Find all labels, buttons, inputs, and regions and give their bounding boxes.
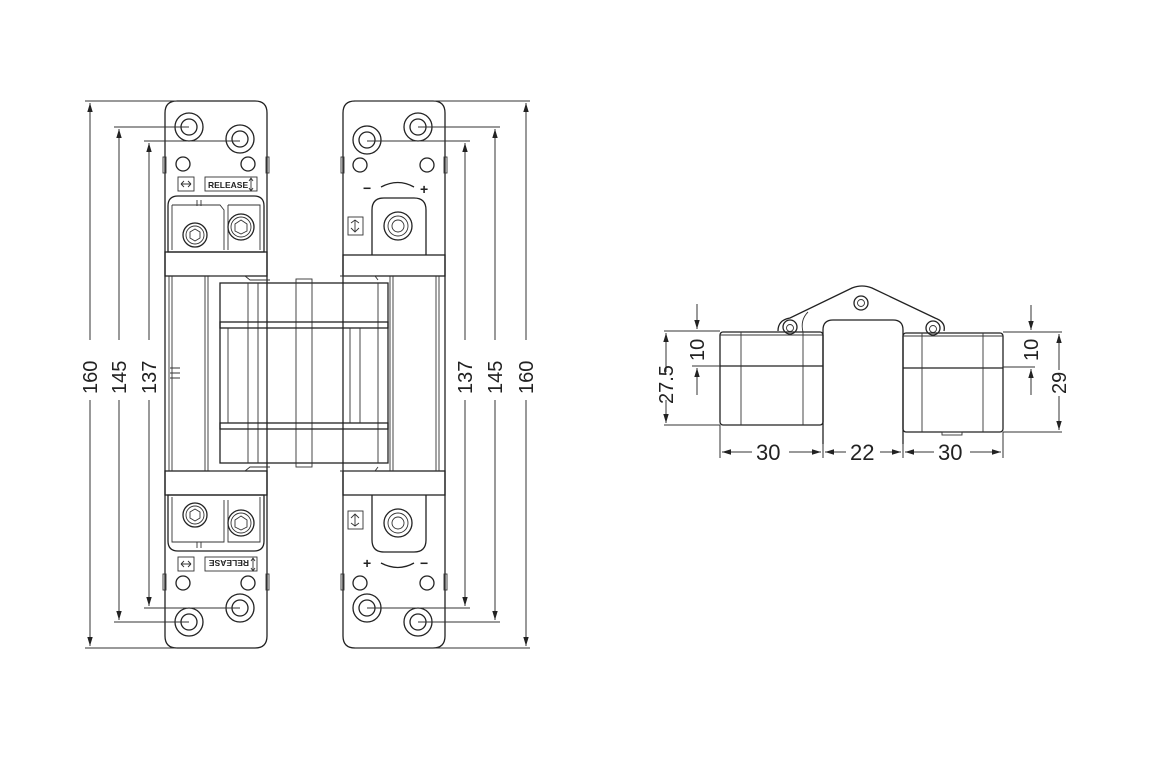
- right-dimensions: 137 145 160: [355, 100, 538, 649]
- dim-137-left: 137: [139, 361, 161, 394]
- release-label-top: RELEASE: [208, 180, 248, 190]
- hinge-knuckle: [204, 275, 394, 472]
- vertical-adjust-icon: [347, 216, 364, 236]
- hex-screw-icon: [234, 515, 248, 531]
- hex-screw-icon: [189, 228, 201, 242]
- dim-22: 22: [850, 440, 874, 465]
- dim-160-left: 160: [80, 361, 102, 394]
- rotate-arrow-icon: [380, 181, 415, 188]
- release-label-bottom: RELEASE: [209, 558, 249, 568]
- vertical-adjust-icon: [347, 510, 364, 530]
- minus-label-top: −: [363, 180, 371, 196]
- dim-30-right: 30: [938, 440, 962, 465]
- dim-10-left: 10: [687, 339, 709, 361]
- dim-145-right: 145: [485, 361, 507, 394]
- rotate-arrow-icon: [380, 562, 415, 569]
- side-view: 27.5 10 10 29 30 22 30: [656, 285, 1071, 465]
- left-dimensions: 160 145 137: [80, 100, 240, 649]
- dim-160-right: 160: [516, 361, 538, 394]
- minus-label-bottom: −: [420, 555, 428, 571]
- dim-27-5: 27.5: [656, 365, 678, 404]
- plus-label-top: +: [420, 181, 428, 197]
- dim-10-right: 10: [1021, 339, 1043, 361]
- dim-30-left: 30: [756, 440, 780, 465]
- left-plate: RELEASE RELEASE: [162, 100, 270, 649]
- front-view: RELEASE RELEASE: [80, 100, 538, 649]
- hex-screw-icon: [189, 508, 201, 522]
- linkage-arm: [777, 285, 945, 332]
- dim-137-right: 137: [455, 361, 477, 394]
- horizontal-adjust-icon: [177, 176, 195, 192]
- right-plate: − + + −: [340, 100, 448, 649]
- plus-label-bottom: +: [363, 555, 371, 571]
- hex-screw-icon: [234, 219, 248, 235]
- dim-29: 29: [1049, 372, 1071, 394]
- dim-145-left: 145: [109, 361, 131, 394]
- horizontal-adjust-icon: [177, 556, 195, 572]
